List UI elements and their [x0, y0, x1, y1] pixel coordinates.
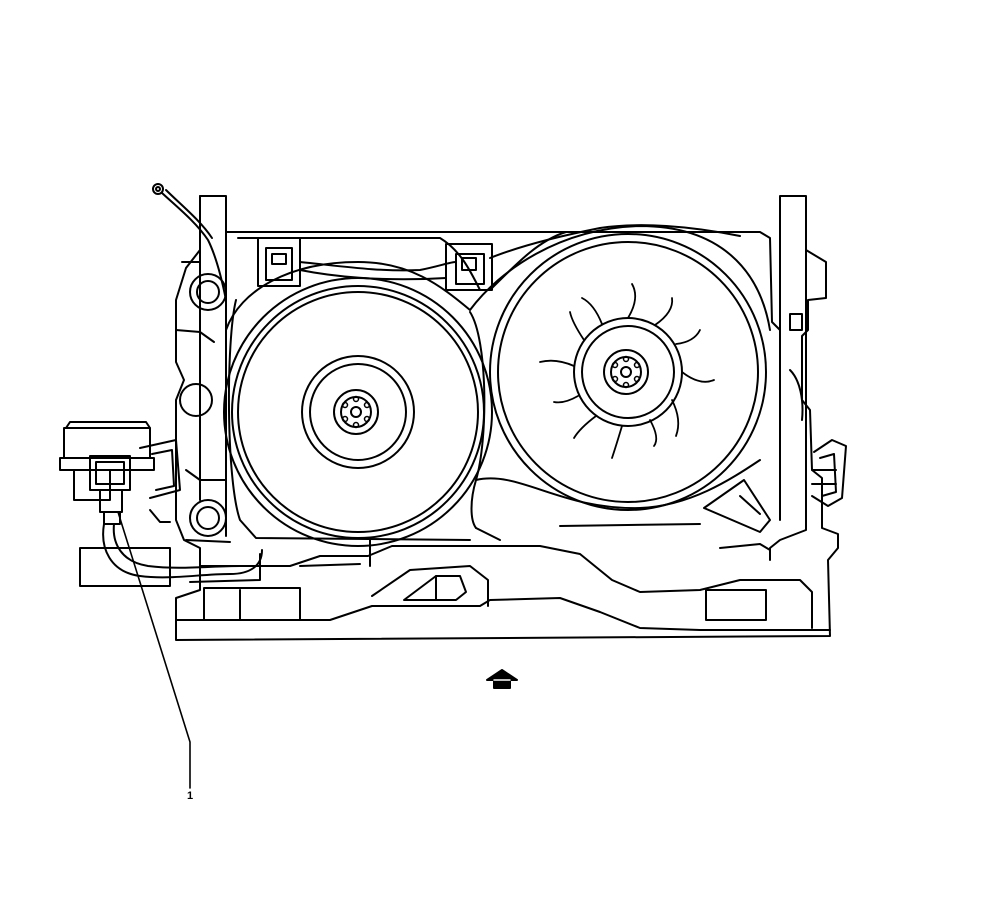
ground-wire	[153, 184, 226, 300]
fan-blades	[540, 284, 714, 458]
left-mounts	[176, 262, 230, 542]
callout-label-1: 1	[187, 790, 194, 802]
right-fan	[490, 234, 766, 510]
top-connectors	[258, 225, 740, 290]
shroud-frame	[176, 196, 838, 640]
fan-control-module	[60, 422, 262, 586]
left-fan	[224, 278, 492, 546]
right-outlet	[790, 370, 846, 506]
callout-1-leader	[118, 512, 190, 788]
up-arrow-icon	[487, 670, 517, 688]
bottom-tank	[176, 544, 830, 630]
fan-shroud	[226, 226, 770, 566]
